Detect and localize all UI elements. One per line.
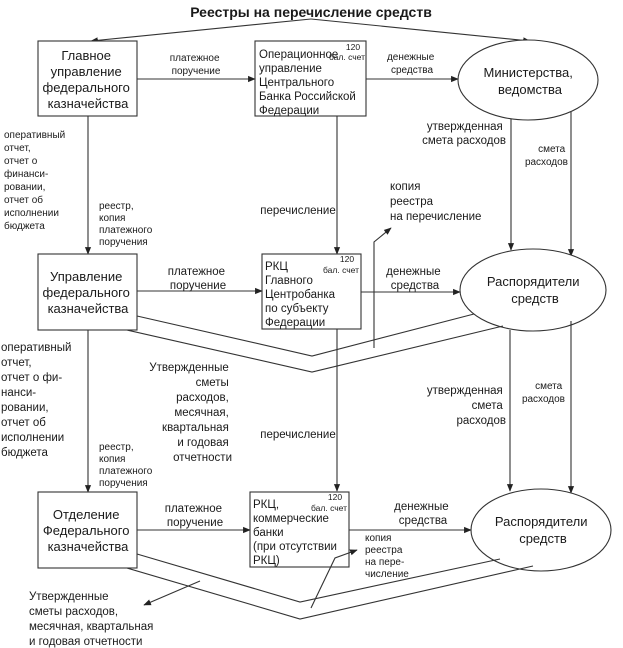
report-line-2b <box>126 325 504 373</box>
account-badge-number: 120 <box>346 42 360 52</box>
account-badge-label: бал. счет <box>311 503 347 513</box>
node-operupr-cbr[interactable] <box>254 40 367 117</box>
label-pay-order-2: платежное поручение <box>168 266 229 292</box>
label-pay-order-3: платежное поручение <box>165 503 226 529</box>
node-raspor-1[interactable] <box>459 248 607 332</box>
label-money-1: денежные средства <box>387 52 437 76</box>
label-copy-registry-2: копия реестра на пере- числение <box>365 533 409 580</box>
node-raspor-2-label: Распорядители средств <box>495 514 591 546</box>
node-upravlenie[interactable] <box>37 253 138 331</box>
node-rkc-comm[interactable] <box>249 491 350 568</box>
account-badge-label: бал. счет <box>323 265 359 275</box>
label-transfer-2: перечисление <box>260 429 335 441</box>
node-otdelenie-label: Отделение Федерального казначейства <box>43 507 133 554</box>
label-registry-2: реестр, копия платежного поручения <box>99 442 155 489</box>
label-pay-order-1: платежное поручение <box>170 53 223 77</box>
node-ministry[interactable] <box>457 39 599 121</box>
account-badge-number: 120 <box>328 492 342 502</box>
arrow-copy-registry-1 <box>373 227 392 348</box>
node-glavnoe-label: Главное управление федерального казначей… <box>43 48 134 111</box>
label-approved-estimate-1: утвержденная смета расходов <box>422 121 506 147</box>
arrow-approved-reports-2 <box>143 580 201 606</box>
account-badge-number: 120 <box>340 254 354 264</box>
arrow-title-to-ministry <box>310 18 531 44</box>
label-transfer-1: перечисление <box>260 205 335 217</box>
node-upravlenie-label: Управление федерального казначейства <box>43 269 134 316</box>
diagram-title: Реестры на перечисление средств <box>190 4 432 20</box>
node-rkc-main-label: РКЦ Главного Центробанка по субъекту Фед… <box>265 261 338 329</box>
arrow-title-to-glavnoe <box>90 18 312 44</box>
label-estimate-1: смета расходов <box>525 144 568 168</box>
label-op-report-2: оперативный отчет, отчет о фи- нанси- ро… <box>1 342 75 459</box>
node-operupr-label: Операционное управление Центрального Бан… <box>259 49 359 117</box>
arrow-copy-registry-2 <box>310 549 358 609</box>
node-raspor-1-label: Распорядители средств <box>487 274 583 306</box>
node-ministry-label: Министерства, ведомства <box>484 65 577 97</box>
label-money-2: денежные средства <box>386 266 444 292</box>
label-money-3: денежные средства <box>394 501 452 527</box>
node-glavnoe-upravlenie[interactable] <box>37 40 138 117</box>
label-approved-reports-1: Утвержденные сметы расходов, месячная, к… <box>149 362 232 464</box>
label-op-report-1: оперативный отчет, отчет о финанси- рова… <box>4 130 68 232</box>
report-line-3b <box>126 565 534 620</box>
label-approved-estimate-2: утвержденная смета расходов <box>427 385 506 427</box>
label-estimate-2: смета расходов <box>522 381 565 405</box>
node-raspor-2[interactable] <box>470 488 612 572</box>
title-arrows <box>90 18 531 44</box>
label-approved-reports-2: Утвержденные сметы расходов, месячная, к… <box>29 591 157 648</box>
node-rkc-comm-label: РКЦ, коммерческие банки (при отсутствии … <box>253 499 340 567</box>
label-copy-registry-1: копия реестра на перечисление <box>390 181 481 223</box>
account-badge-label: бал. счет <box>329 52 365 62</box>
label-registry-1: реестр, копия платежного поручения <box>99 201 155 248</box>
report-line-2a <box>136 313 475 357</box>
report-line-3a <box>136 553 501 603</box>
